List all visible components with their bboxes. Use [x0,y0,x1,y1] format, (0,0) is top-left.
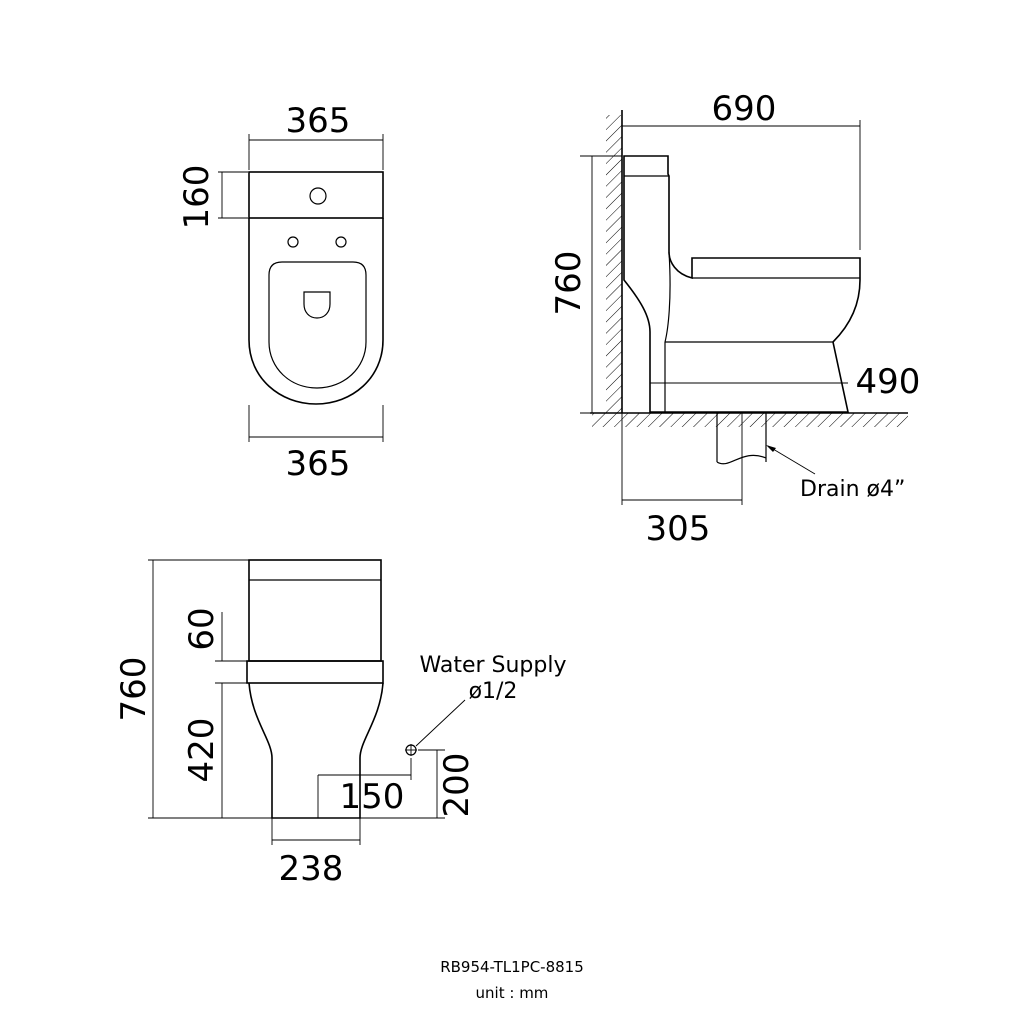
floor-hatch [592,413,908,427]
side-profile [623,155,861,413]
side-view: 690 760 490 Drain ø4” 305 [549,89,920,549]
trapway-line [664,251,671,343]
bowl-opening [303,291,331,319]
bottom-width-label: 365 [286,444,351,484]
drain-label: Drain ø4” [800,477,905,502]
overall-depth-label: 690 [712,89,777,129]
water-supply-size-label: ø1/2 [469,679,518,704]
seat-height-label: 420 [182,718,222,783]
flush-button [309,187,327,205]
side-height-label: 760 [549,251,589,316]
water-supply-label: Water Supply [420,653,567,678]
front-tank-outline [248,559,382,662]
tank-depth-label: 160 [177,165,217,230]
hinge-bolt-right [335,236,347,248]
front-seat-outline [246,660,384,684]
hinge-bolt-left [287,236,299,248]
bowl-outline [248,218,384,405]
model-number: RB954-TL1PC-8815 [440,958,584,976]
front-view: 760 60 420 238 150 200 Water Supply ø1/2 [114,559,567,889]
top-width-label: 365 [286,101,351,141]
front-height-label: 760 [114,657,154,722]
supply-height-label: 200 [437,753,477,818]
rough-in-label: 305 [646,509,711,549]
drain-pipe-break [716,454,767,465]
lid-height-label: 60 [182,607,222,650]
tank-outline [248,171,384,219]
top-view: 365 160 365 [177,101,384,484]
unit-label: unit : mm [476,984,549,1002]
base-width-label: 238 [279,849,344,889]
wall-hatch [606,115,622,413]
supply-offset-label: 150 [340,777,405,817]
seat-outline [268,261,367,389]
base-depth-label: 490 [856,362,921,402]
